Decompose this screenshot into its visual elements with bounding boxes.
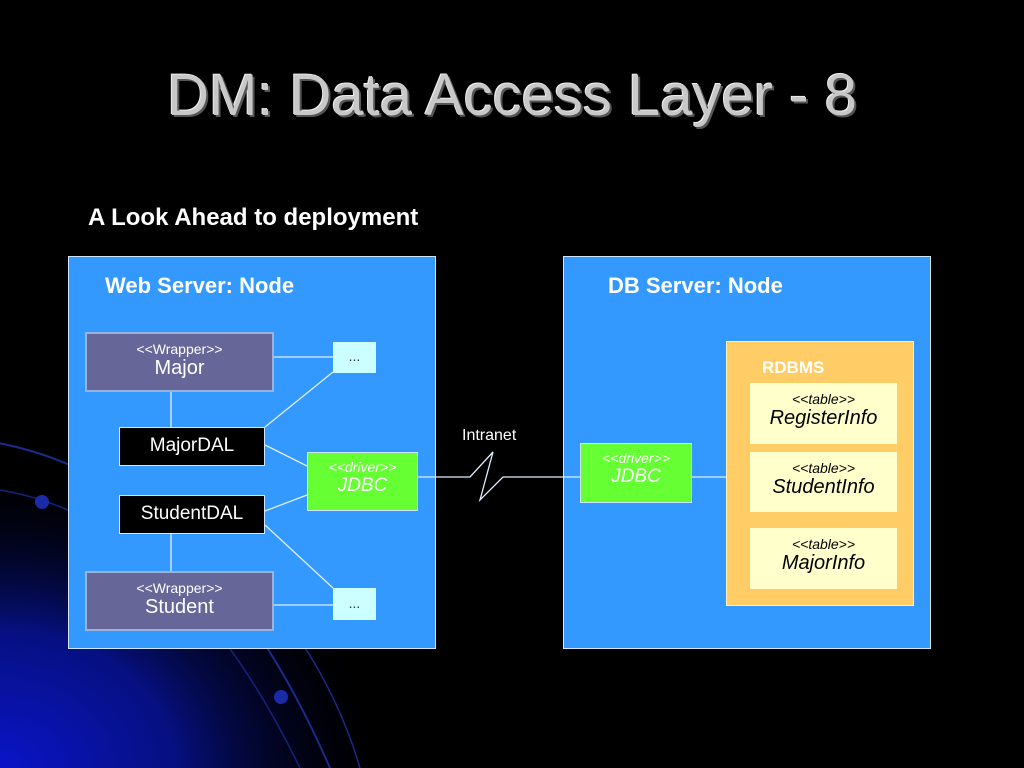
table-stereotype: <<table>>	[791, 391, 856, 407]
db-jdbc-driver[interactable]: <<driver>> JDBC	[580, 443, 692, 503]
ellipsis-box-bottom[interactable]: ...	[333, 588, 376, 620]
wrapper-major-stereotype: <<Wrapper>>	[136, 341, 223, 357]
intranet-link	[418, 451, 580, 503]
student-dal-class[interactable]: StudentDAL	[119, 495, 265, 534]
major-dal-class[interactable]: MajorDAL	[119, 427, 265, 466]
web-jdbc-name: JDBC	[337, 475, 388, 496]
wrapper-major-name: Major	[154, 357, 205, 379]
wrapper-major-class[interactable]: <<Wrapper>> Major	[85, 332, 274, 392]
table-majorinfo[interactable]: <<table>> MajorInfo	[750, 528, 897, 589]
table-stereotype: <<table>>	[791, 536, 856, 552]
rdbms-label: RDBMS	[762, 358, 825, 377]
line-studentdal-to-ellipsis	[264, 524, 334, 589]
intranet-label: Intranet	[462, 427, 517, 444]
table-studentinfo[interactable]: <<table>> StudentInfo	[750, 452, 897, 512]
line-studentdal-to-jdbc	[264, 494, 308, 512]
web-jdbc-stereotype: <<driver>>	[328, 459, 397, 475]
table-name: StudentInfo	[772, 476, 875, 498]
table-name: RegisterInfo	[769, 407, 878, 429]
slide-title: DM: Data Access Layer - 8	[167, 63, 857, 128]
table-name: MajorInfo	[781, 552, 866, 574]
slide-subtitle: A Look Ahead to deployment	[88, 204, 419, 231]
table-stereotype: <<table>>	[791, 460, 856, 476]
ellipsis-box-top[interactable]: ...	[333, 342, 376, 373]
web-jdbc-driver[interactable]: <<driver>> JDBC	[307, 452, 418, 511]
wrapper-student-class[interactable]: <<Wrapper>> Student	[85, 571, 274, 631]
db-jdbc-stereotype: <<driver>>	[602, 450, 670, 466]
table-registerinfo[interactable]: <<table>> RegisterInfo	[750, 383, 897, 444]
db-jdbc-name: JDBC	[611, 466, 661, 487]
wrapper-student-stereotype: <<Wrapper>>	[136, 580, 223, 596]
db-server-node-label: DB Server: Node	[608, 273, 783, 298]
wrapper-student-name: Student	[145, 596, 214, 618]
web-server-node-label: Web Server: Node	[105, 273, 295, 298]
line-majordal-to-ellipsis	[264, 371, 334, 428]
line-majordal-to-jdbc	[264, 444, 308, 467]
